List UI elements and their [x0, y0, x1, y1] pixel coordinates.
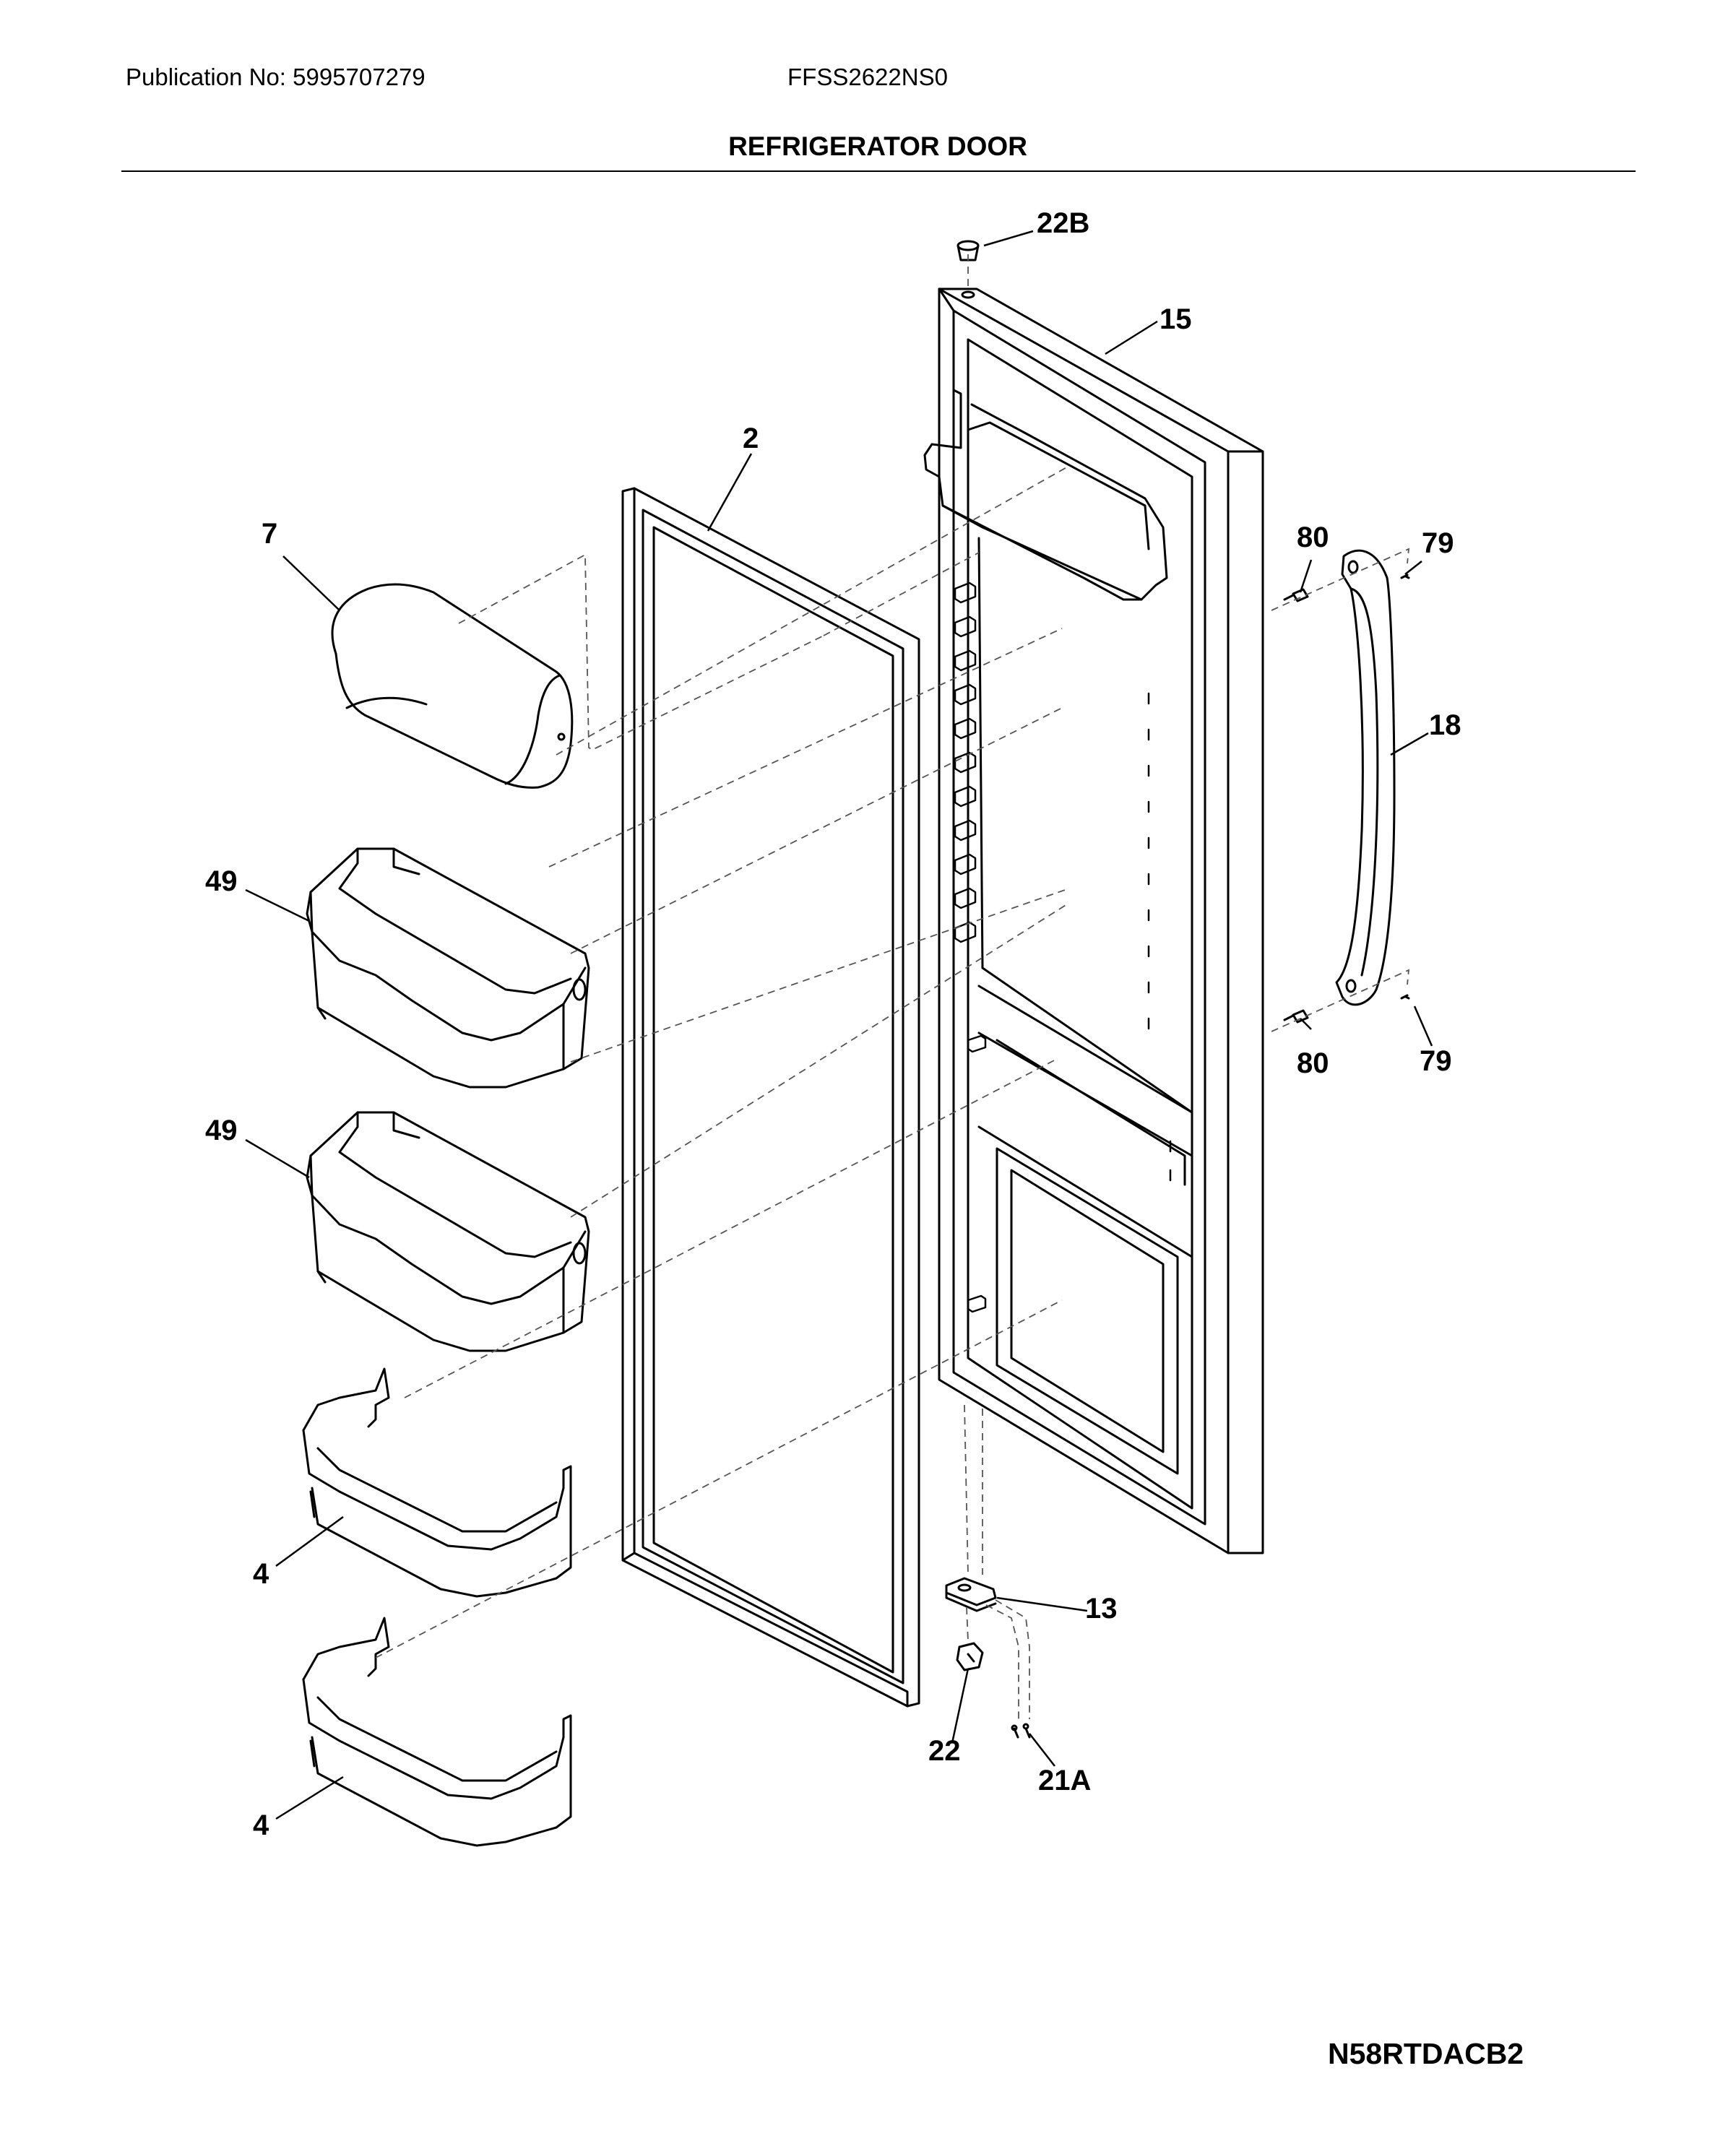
publication-number: Publication No: 5995707279: [126, 64, 426, 90]
leader-lines: [245, 230, 1433, 1820]
door-bin-49-upper: [306, 847, 590, 1089]
dairy-cover-7: [331, 583, 574, 789]
callout-13: 13: [1085, 1593, 1118, 1625]
shelf-studs: [954, 581, 1172, 1313]
page-title: REFRIGERATOR DOOR: [728, 131, 1027, 161]
door-bin-49-lower: [306, 1111, 590, 1352]
callout-2: 2: [743, 423, 759, 454]
callout-4-upper: 4: [253, 1558, 269, 1590]
callout-21A: 21A: [1038, 1765, 1091, 1796]
callout-15: 15: [1160, 303, 1192, 335]
shallow-bin-4-lower: [302, 1617, 572, 1847]
diagram-code: N58RTDACB2: [1328, 2037, 1524, 2070]
callout-22: 22: [928, 1735, 961, 1767]
hinge-bushing-22: [956, 1642, 984, 1671]
model-number: FFSS2622NS0: [787, 64, 948, 90]
callout-80-lower: 80: [1297, 1047, 1329, 1079]
callout-49-upper: 49: [205, 865, 238, 897]
callout-22B: 22B: [1037, 207, 1089, 239]
shallow-bin-4-upper: [302, 1367, 572, 1598]
hinge-screws-21A: [1011, 1723, 1031, 1739]
door-handle-18: [1335, 549, 1396, 1006]
callout-7: 7: [262, 518, 277, 550]
hinge-bracket-13: [945, 1577, 997, 1612]
header-rule: [121, 170, 1636, 172]
assembly-dash-lines: [375, 254, 1410, 1719]
handle-studs-80: [1283, 588, 1309, 1024]
callout-49-lower: 49: [205, 1115, 238, 1146]
callout-18: 18: [1429, 709, 1461, 741]
callout-4-lower: 4: [253, 1809, 269, 1841]
callout-79-lower: 79: [1420, 1045, 1452, 1077]
door-liner-15: [923, 287, 1264, 1554]
callout-79-upper: 79: [1422, 527, 1454, 559]
handle-screws-79: [1400, 574, 1410, 1000]
callout-80-upper: 80: [1297, 522, 1329, 553]
door-gasket-2: [621, 487, 920, 1708]
